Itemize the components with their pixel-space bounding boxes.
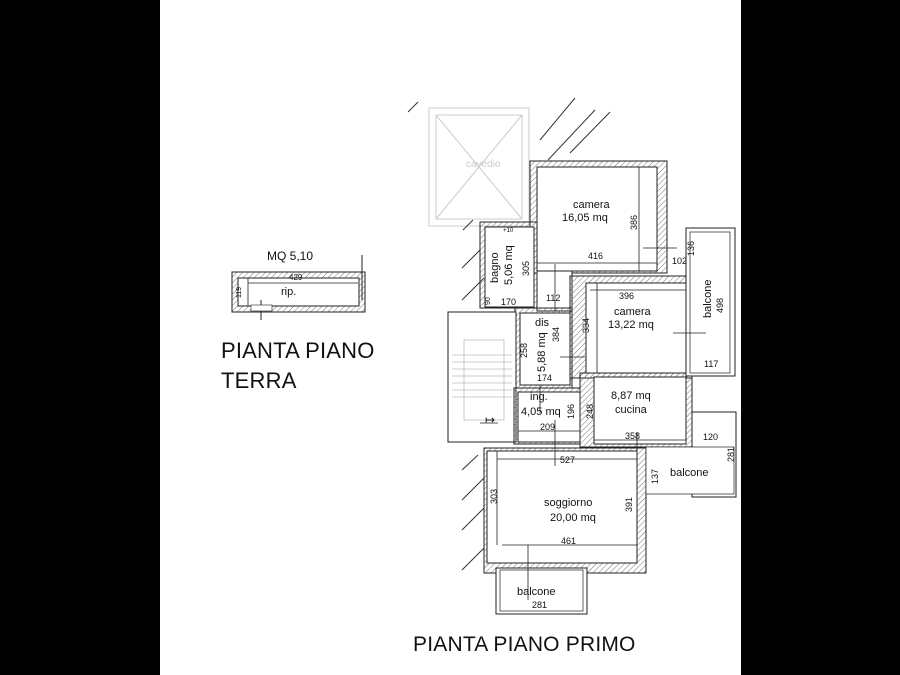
storage-width-dim: 429 [289, 273, 303, 282]
floor-plan-page: MQ 5,10 429 119 rip. PIANTA PIANO TERRA … [160, 0, 741, 675]
camera1-name: camera [573, 199, 610, 211]
bagno-name: bagno [489, 252, 501, 283]
storage-height-dim: 119 [236, 286, 243, 298]
ingresso-area: 4,05 mq [521, 406, 561, 418]
dimension-lines [480, 167, 706, 600]
soggiorno-name: soggiorno [544, 497, 593, 509]
camera1-width-dim: 416 [588, 251, 604, 261]
bagno-level-mark: +10 [503, 228, 514, 234]
ingresso-name: ing. [530, 391, 548, 403]
ingresso-height-dim: 196 [566, 403, 576, 419]
ground-floor-area-label: MQ 5,10 [267, 249, 314, 263]
dis-top-dim: 112 [546, 293, 561, 303]
dis-width-dim: 174 [537, 373, 553, 383]
cucina-width-dim: 358 [625, 431, 641, 441]
balcony-right-top-height-dim: 498 [715, 297, 725, 313]
bagno-area: 5,06 mq [503, 245, 515, 285]
balcony-bottom-width-dim: 281 [532, 600, 548, 610]
first-floor-title: PIANTA PIANO PRIMO [413, 633, 636, 656]
courtyard-label: cavedio [466, 159, 501, 170]
balcony-top-height-dim: 136 [686, 240, 696, 256]
ground-floor-title-line1: PIANTA PIANO [221, 338, 375, 363]
cucina-name: cucina [615, 404, 647, 416]
cucina-area: 8,87 mq [611, 390, 651, 402]
soggiorno-left-dim: 303 [489, 488, 499, 504]
ingresso-width-dim: 209 [540, 422, 556, 432]
soggiorno-bottom-dim: 461 [561, 536, 577, 546]
courtyard [428, 107, 530, 227]
balcony-bottom-name: balcone [517, 586, 556, 598]
camera1-height-dim: 386 [629, 214, 639, 230]
dis-name: dis [535, 317, 550, 329]
camera2-area: 13,22 mq [608, 319, 654, 331]
dis-height-dim: 384 [551, 326, 561, 342]
dis-side-dim: 258 [519, 342, 529, 358]
balcony-top-width-dim: 102 [672, 256, 688, 266]
balcony-right-bottom-width-dim: 120 [703, 432, 719, 442]
dis-area: 5,88 mq [536, 332, 548, 372]
ground-floor-storage [231, 255, 366, 320]
soggiorno-right-dim: 391 [624, 496, 634, 512]
balcony-right-bottom-height-dim: 281 [726, 446, 736, 462]
entrance-arrow-icon: ↦ [485, 413, 496, 427]
floor-plan-drawing [231, 97, 737, 615]
balcony-right-bottom-side-dim: 137 [650, 468, 660, 484]
balcony-right-bottom-name: balcone [670, 467, 709, 479]
soggiorno-area: 20,00 mq [550, 512, 596, 524]
soggiorno-top-dim: 527 [560, 455, 576, 465]
ground-floor-title-line2: TERRA [221, 368, 297, 393]
camera1-area: 16,05 mq [562, 212, 608, 224]
cucina-height-dim: 248 [585, 403, 595, 419]
camera2-height-dim: 334 [581, 317, 591, 333]
storage-room-label: rip. [281, 286, 297, 298]
bagno-width-dim: 170 [501, 297, 517, 307]
camera2-width-dim: 396 [619, 291, 635, 301]
camera2-name: camera [614, 306, 651, 318]
first-floor-walls [447, 160, 737, 615]
bagno-height-dim: 305 [521, 260, 531, 276]
exterior-hatch-lines [407, 97, 611, 571]
bagno-small-dim: 90 [485, 297, 492, 305]
balcony-right-top-width-dim: 117 [704, 359, 719, 369]
balcony-right-top-name: balcone [702, 279, 714, 318]
